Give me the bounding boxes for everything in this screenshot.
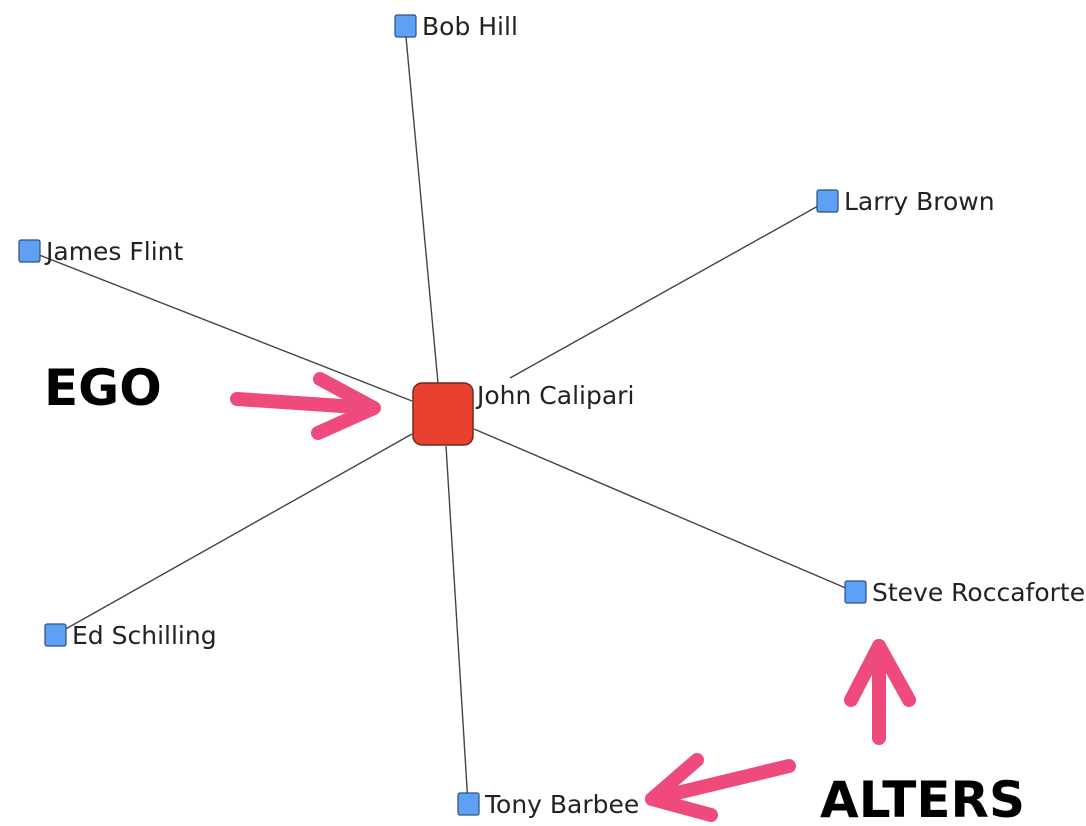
alter-label-larry-brown: Larry Brown [844, 187, 995, 216]
alters-arrow-left [645, 753, 796, 822]
alter-label-steve-roccaforte: Steve Roccaforte [872, 578, 1085, 607]
edge-larry-brown [509, 200, 828, 379]
ego-arrow [230, 372, 381, 440]
ego-node[interactable] [412, 382, 474, 446]
alter-label-ed-schilling: Ed Schilling [72, 621, 217, 650]
alter-node-steve-roccaforte[interactable] [844, 580, 867, 604]
alter-label-bob-hill: Bob Hill [422, 12, 518, 41]
ego-callout: EGO [44, 359, 162, 417]
alter-node-bob-hill[interactable] [394, 14, 417, 38]
alter-label-james-flint: James Flint [44, 237, 184, 266]
alters-arrow-up [844, 639, 916, 745]
alter-node-tony-barbee[interactable] [457, 792, 480, 816]
alter-node-james-flint[interactable] [18, 239, 41, 263]
edge-james-flint [28, 250, 413, 402]
nodes-layer [18, 14, 867, 816]
alters-callout: ALTERS [820, 771, 1025, 826]
ego-node-label: John Calipari [475, 381, 634, 410]
alter-node-larry-brown[interactable] [816, 189, 839, 213]
edge-tony-barbee [445, 445, 469, 805]
alter-node-ed-schilling[interactable] [44, 623, 67, 647]
edge-bob-hill [404, 25, 439, 384]
edge-steve-roccaforte [473, 428, 856, 593]
arrows-layer [230, 372, 916, 822]
alter-label-tony-barbee: Tony Barbee [484, 790, 639, 819]
edge-ed-schilling [54, 433, 413, 636]
edges-layer [28, 25, 856, 805]
